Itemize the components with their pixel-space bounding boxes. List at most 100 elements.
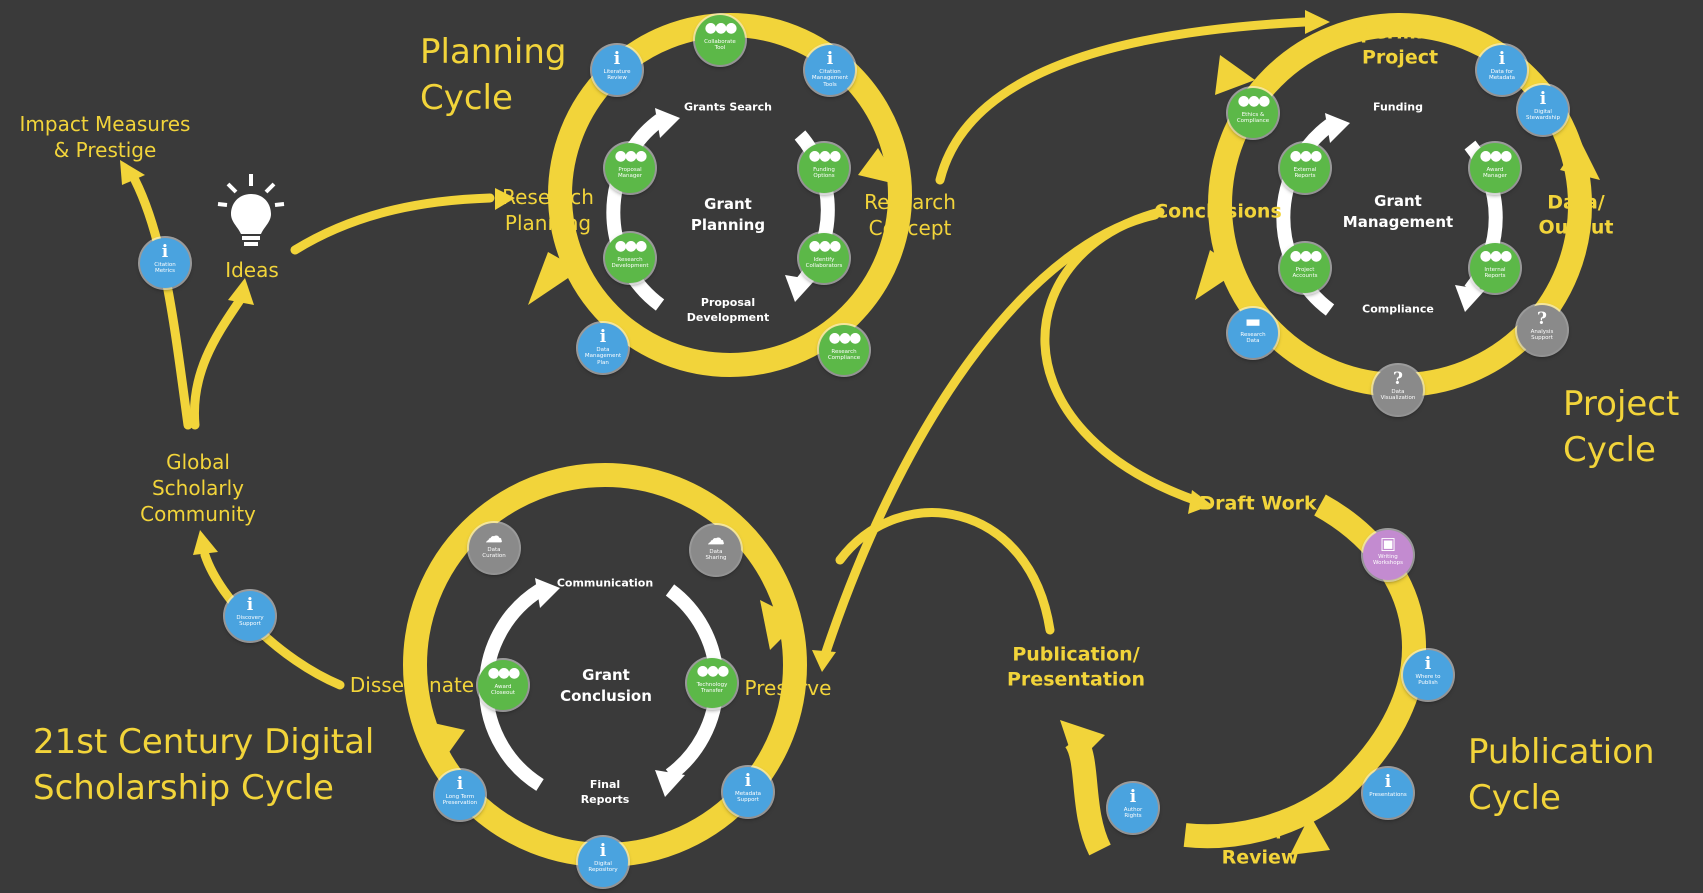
impact-measures-label: Impact Measures & Prestige	[20, 111, 191, 163]
communication-label: Communication	[556, 576, 654, 590]
planning-arrowhead-right	[858, 148, 900, 185]
node-label-line: Options	[813, 173, 835, 180]
funding-label: Funding	[1373, 100, 1423, 114]
final-reports-line-2: Reports	[580, 793, 630, 806]
research-concept-label: Research Concept	[864, 189, 956, 241]
node-label-line: Data for	[1490, 69, 1514, 75]
concept-to-experiment-head	[1305, 10, 1330, 34]
info-person-icon: i	[161, 242, 169, 262]
project-arrowhead-top	[1215, 55, 1255, 95]
global-to-ideas-flow	[189, 295, 245, 430]
node-label-line: Identify	[813, 257, 835, 263]
grant-management-line-2: Management	[1342, 213, 1454, 231]
digital-scholarship-cycle-title: 21st Century Digital Scholarship Cycle	[33, 720, 374, 812]
node-label: Ethics &Compliance	[1233, 112, 1273, 125]
node-label-line: Compliance	[827, 355, 861, 362]
global-line-2: Scholarly	[151, 476, 245, 500]
people-group-icon: ●●●	[808, 238, 842, 254]
node-label-line: Collaborate	[704, 39, 736, 45]
ethics-compliance-node[interactable]: ●●●Ethics &Compliance	[1228, 88, 1278, 138]
people-group-icon: ●●●	[614, 148, 648, 164]
project-arrowhead-left	[1195, 250, 1240, 300]
ideas-label: Ideas	[225, 258, 279, 282]
people-group-icon: ●●●	[1479, 248, 1513, 264]
digital-arrowhead-left	[420, 720, 465, 765]
info-person-icon: i	[1498, 49, 1506, 69]
node-label-line: Citation	[154, 262, 176, 268]
draft-work-label: Draft Work	[1199, 492, 1317, 515]
info-person-icon: i	[613, 49, 621, 69]
node-label-line: Project	[1295, 267, 1315, 273]
node-label-line: Research	[831, 349, 857, 355]
node-label-line: Data	[487, 547, 501, 553]
compliance-label: Compliance	[1362, 302, 1434, 316]
info-person-icon: i	[599, 841, 607, 861]
grant-management-inner-head-left	[1325, 113, 1350, 143]
info-person-icon: i	[246, 595, 254, 615]
info-person-icon: i	[1539, 89, 1547, 109]
node-label-line: Accounts	[1292, 273, 1318, 280]
node-label-line: Metadata	[734, 791, 762, 797]
global-to-impact-head	[120, 160, 145, 185]
node-label-line: Research	[1240, 332, 1266, 338]
people-group-icon: ●●●	[704, 20, 738, 36]
conclusions-to-preserve-flow	[820, 210, 1160, 660]
research-planning-line-1: Research	[502, 185, 594, 209]
final-reports-line-1: Final	[589, 778, 621, 792]
grant-conclusion-center: Grant Conclusion	[560, 665, 652, 707]
people-group-icon: ●●●	[696, 663, 730, 679]
final-reports-label: Final Reports	[581, 778, 630, 808]
grants-search-label: Grants Search	[684, 100, 772, 114]
people-group-icon: ●●●	[1479, 148, 1513, 164]
info-person-icon: i	[599, 327, 607, 347]
node-label-line: Proposal	[618, 167, 642, 173]
global-line-1: Global	[166, 450, 230, 474]
impact-measures-line-1: Impact Measures	[19, 112, 191, 136]
question-mark-icon: ?	[1393, 369, 1403, 389]
node-label-line: Tool	[714, 45, 726, 52]
node-label-line: Presentations	[1369, 792, 1407, 798]
